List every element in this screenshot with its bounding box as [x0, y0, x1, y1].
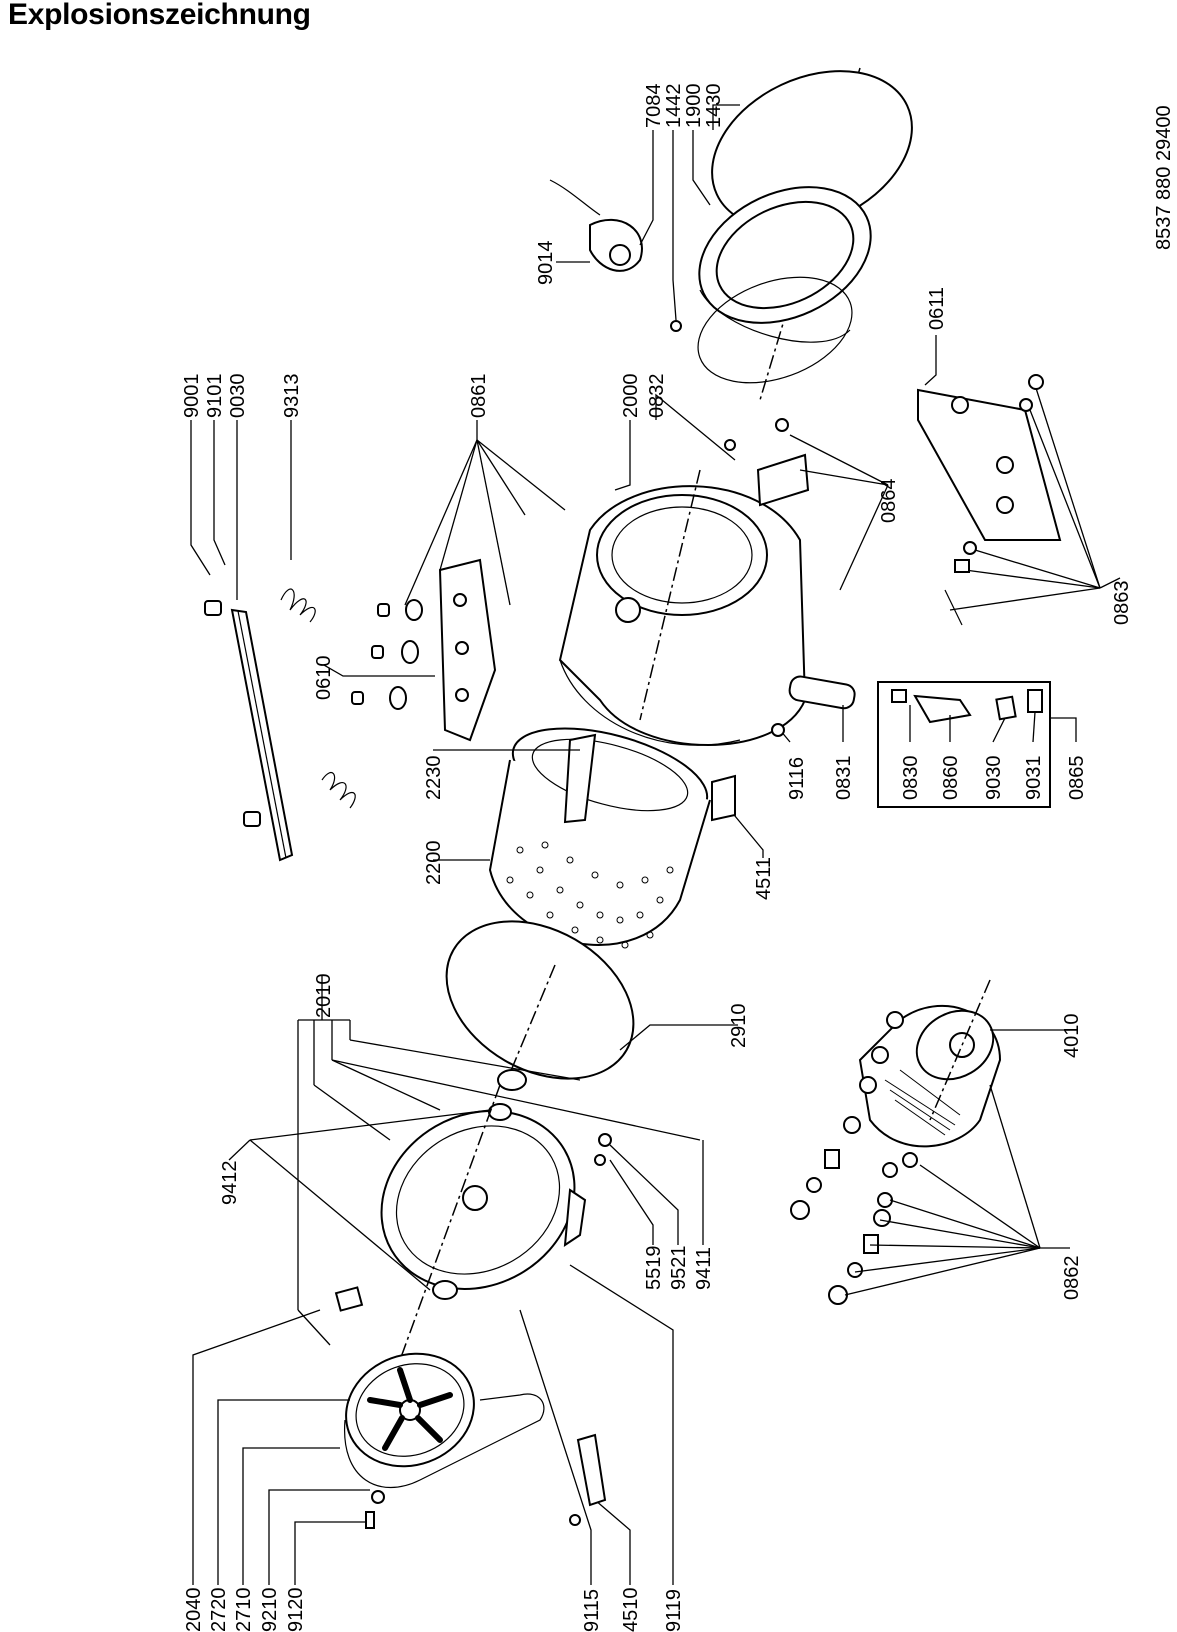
label-group-2910: 2910 [619, 1004, 750, 1051]
label-9521: 9521 [668, 1246, 690, 1291]
label-1442: 1442 [663, 84, 685, 129]
label-9031: 9031 [1023, 756, 1045, 801]
tub-seal-2910 [445, 920, 635, 1086]
label-group-5519-9411: 5519 9521 9411 [609, 1140, 715, 1291]
label-group-9115-9119: 9115 4510 9119 [519, 1264, 685, 1632]
bracket-0832 [724, 418, 810, 507]
label-0611: 0611 [926, 287, 948, 330]
label-0861: 0861 [468, 374, 490, 419]
label-1430: 1430 [703, 84, 725, 129]
parts-box-0865 [877, 681, 1051, 808]
label-7084: 7084 [643, 84, 665, 129]
label-0862: 0862 [1061, 1256, 1083, 1301]
label-group-0830-0865: 0830 0860 9030 9031 0865 [900, 705, 1088, 800]
label-9014: 9014 [535, 241, 557, 286]
label-group-9412: 9412 [219, 1109, 491, 1291]
label-group-9014: 9014 [535, 241, 590, 286]
label-9119: 9119 [663, 1589, 685, 1632]
label-9120: 9120 [285, 1588, 307, 1632]
label-2000: 2000 [620, 374, 642, 419]
drum-perforations [506, 841, 674, 949]
label-5519: 5519 [643, 1246, 665, 1291]
label-9030: 9030 [983, 756, 1005, 801]
document-number: 8537 880 29400 [1153, 105, 1175, 250]
label-9411: 9411 [693, 1247, 715, 1290]
tub-bracket-0610 [351, 558, 497, 742]
label-4511: 4511 [753, 857, 775, 900]
label-group-2040-9120: 2040 2720 2710 9210 9120 [183, 1309, 370, 1632]
rail-spring-group [204, 588, 356, 862]
label-4510: 4510 [620, 1588, 642, 1632]
label-2010: 2010 [313, 974, 335, 1019]
label-group-0864: 0864 [789, 434, 900, 591]
label-0860: 0860 [940, 756, 962, 801]
label-0831: 0831 [833, 756, 855, 801]
label-2710: 2710 [233, 1588, 255, 1632]
label-group-4511: 4511 [711, 774, 775, 900]
label-4010: 4010 [1061, 1014, 1083, 1059]
label-group-0611: 0611 [924, 287, 948, 386]
counterweight-0611 [917, 388, 1062, 541]
label-group-9001-9313: 9001 9101 0030 9313 [181, 374, 303, 600]
label-0610: 0610 [313, 656, 335, 701]
label-group-0861: 0861 [404, 374, 566, 606]
label-2230: 2230 [423, 756, 445, 801]
label-9116: 9116 [786, 757, 808, 800]
door-gasket-group [549, 67, 913, 401]
pulley-belt [344, 1352, 545, 1529]
label-9412: 9412 [219, 1161, 241, 1206]
label-2910: 2910 [728, 1004, 750, 1049]
label-group-4010: 4010 [990, 1014, 1083, 1059]
label-group-0863: 0863 [944, 374, 1133, 626]
motor-4010 [790, 979, 1002, 1305]
label-group-0610: 0610 [313, 656, 435, 701]
label-group-0862: 0862 [844, 1084, 1083, 1301]
label-9313: 9313 [281, 374, 303, 419]
label-2200: 2200 [423, 841, 445, 886]
label-9210: 9210 [259, 1588, 281, 1632]
label-9115: 9115 [581, 1589, 603, 1632]
label-2720: 2720 [208, 1588, 230, 1632]
outer-tub [558, 469, 856, 746]
label-1900: 1900 [683, 84, 705, 129]
label-0030: 0030 [227, 374, 249, 419]
rear-tub-2010 [334, 1069, 612, 1361]
label-0865: 0865 [1066, 756, 1088, 801]
label-group-7084-1430: 7084 1442 1900 1430 [639, 84, 740, 321]
label-9001: 9001 [181, 374, 203, 419]
label-group-2000-0832: 2000 0832 [614, 374, 736, 491]
label-0864: 0864 [878, 479, 900, 524]
label-group-2010: 2010 [297, 974, 701, 1346]
label-0863: 0863 [1111, 581, 1133, 626]
label-0830: 0830 [900, 756, 922, 801]
page-title: Explosionszeichnung [8, 0, 311, 31]
label-group-2230-2200: 2230 2200 [423, 749, 580, 886]
label-group-9116-0831: 9116 0831 [771, 705, 855, 801]
label-9101: 9101 [204, 374, 226, 419]
label-2040: 2040 [183, 1588, 205, 1632]
